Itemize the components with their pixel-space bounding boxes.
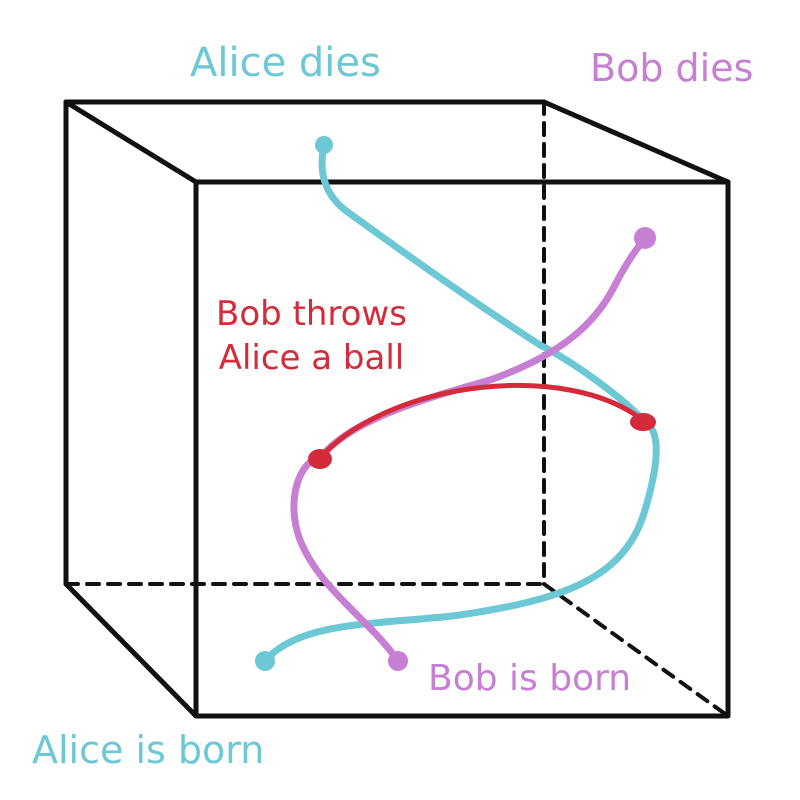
worldlines bbox=[261, 141, 660, 665]
events bbox=[255, 136, 656, 671]
cube-edge-depth-top-left bbox=[63, 99, 199, 185]
bob-death-event bbox=[634, 227, 656, 249]
alice-birth-event bbox=[255, 651, 275, 671]
alice-born-label: Alice is born bbox=[32, 728, 265, 772]
ball-throw-event bbox=[308, 449, 332, 469]
ball-throw-label-line1: Bob throws bbox=[216, 294, 407, 334]
ball-catch-event bbox=[630, 413, 656, 431]
bob-dies-label: Bob dies bbox=[590, 46, 754, 90]
bob-born-label: Bob is born bbox=[428, 658, 632, 699]
ball-throw-label: Bob throws Alice a ball bbox=[216, 292, 407, 380]
ball-trajectory bbox=[317, 382, 648, 461]
cube-edge-depth-top-right bbox=[541, 99, 731, 185]
cube bbox=[63, 99, 731, 719]
ball-throw-label-line2: Alice a ball bbox=[218, 338, 405, 378]
cube-front-face bbox=[193, 179, 731, 719]
cube-edge-depth-bottom-right-hidden bbox=[542, 582, 730, 718]
alice-dies-label: Alice dies bbox=[190, 40, 381, 86]
cube-edge-depth-bottom-left bbox=[63, 581, 199, 719]
alice-death-event bbox=[315, 136, 333, 154]
bob-birth-event bbox=[388, 651, 408, 671]
